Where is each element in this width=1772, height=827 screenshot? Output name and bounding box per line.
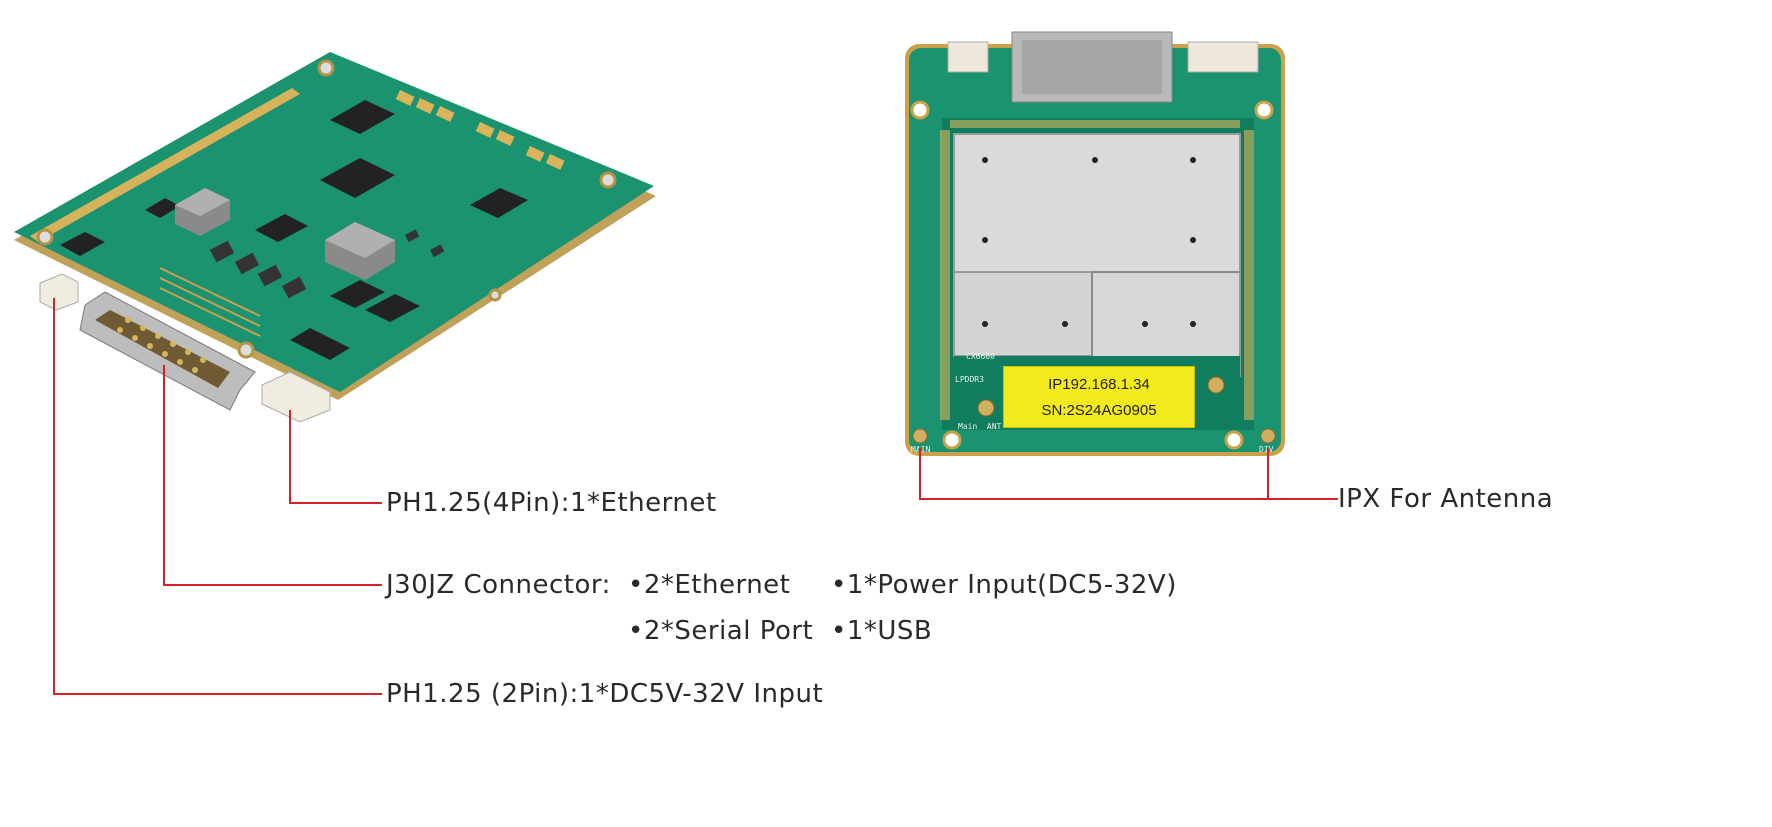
- top-left-connector: [947, 41, 989, 73]
- ipx-div-connector: [1207, 376, 1225, 394]
- ph125-4pin-connector: [261, 371, 331, 423]
- leader-ipx: [919, 448, 1338, 500]
- ipx-main-connector: [977, 399, 995, 417]
- silk-main-ant: Main ANT: [958, 422, 1002, 431]
- ip-sn-sticker: IP192.168.1.34 SN:2S24AG0905: [1003, 366, 1195, 428]
- left-board-photo: [14, 52, 656, 423]
- callout-power-2pin: PH1.25 (2Pin):1*DC5V-32V Input: [386, 679, 824, 709]
- callout-ipx: IPX For Antenna: [1338, 484, 1554, 514]
- leader-2pin: [53, 298, 382, 695]
- top-right-connector: [1187, 41, 1259, 73]
- callout-j30jz: J30JZ Connector:: [386, 570, 611, 600]
- sticker-ip: IP192.168.1.34: [1048, 376, 1150, 393]
- j30jz-connector: [79, 291, 256, 411]
- callout-j30jz-eth: •2*Ethernet: [628, 570, 791, 600]
- silk-div: DIV: [1259, 445, 1274, 454]
- callout-j30jz-power: •1*Power Input(DC5-32V): [831, 570, 1177, 600]
- silk-chip1: CX6600: [966, 352, 995, 361]
- left-pcb: [14, 52, 654, 392]
- callout-ethernet-4pin: PH1.25(4Pin):1*Ethernet: [386, 488, 717, 518]
- silk-chip2: LPDDR3: [955, 375, 984, 384]
- ph125-2pin-connector: [39, 273, 79, 311]
- sticker-sn: SN:2S24AG0905: [1041, 402, 1157, 419]
- leader-j30jz: [163, 365, 382, 586]
- callout-j30jz-usb: •1*USB: [831, 616, 933, 646]
- callout-j30jz-serial: •2*Serial Port: [628, 616, 814, 646]
- right-board-photo: [905, 31, 1285, 456]
- leader-4pin: [289, 410, 382, 504]
